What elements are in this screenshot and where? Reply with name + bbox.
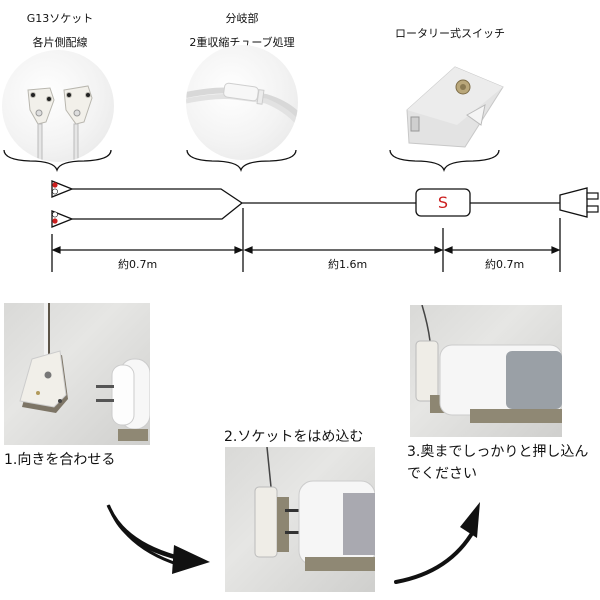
wiring-diagram — [3, 149, 599, 272]
step3-label-line1: 3.奥までしっかりと押し込ん — [407, 444, 589, 460]
curved-arrow-icon — [394, 502, 480, 584]
rotary-switch-illustration — [406, 66, 504, 148]
dimension-arrow — [51, 246, 244, 254]
socket-illustration-left — [27, 87, 55, 162]
switch-photo — [395, 55, 510, 155]
step2-photo — [225, 447, 375, 592]
curly-brace-icon — [3, 149, 112, 173]
curly-brace-icon — [389, 149, 500, 173]
branch-title-line1: 分岐部 — [225, 12, 259, 25]
dimension-arrow — [443, 246, 561, 254]
branch-title: 分岐部 2重収縮チューブ処理 — [172, 10, 312, 50]
step3-photo — [410, 305, 562, 437]
branch-photo — [186, 45, 298, 160]
socket-photo-illustration — [254, 486, 289, 558]
tube-end-photo-illustration — [96, 358, 150, 441]
tube-photo-illustration — [439, 344, 562, 423]
cable-lower — [72, 202, 243, 220]
step3-label-line2: でください — [407, 466, 477, 482]
step1-label: 1.向きを合わせる — [4, 452, 116, 468]
dimension-label-branch-switch: 約1.6m — [328, 258, 368, 271]
power-plug-icon — [559, 187, 599, 218]
socket-title-line1: G13ソケット — [26, 12, 94, 25]
tube-photo-illustration — [298, 480, 375, 571]
dimension-label-switch-plug: 約0.7m — [485, 258, 525, 271]
branch-title-line2: 2重収縮チューブ処理 — [189, 36, 295, 49]
step1-photo — [4, 303, 150, 445]
step3-label: 3.奥までしっかりと押し込ん でください — [407, 441, 588, 485]
socket-title: G13ソケット 各片側配線 — [0, 10, 120, 50]
switch-title: ロータリー式スイッチ — [385, 25, 515, 41]
g13-socket-icon — [51, 210, 74, 228]
branch-cable-illustration — [186, 82, 298, 125]
cable-upper — [72, 188, 243, 204]
curly-brace-icon — [186, 149, 297, 173]
socket-photo-illustration — [19, 350, 68, 413]
dimension-arrow — [243, 246, 444, 254]
dimension-label-socket-branch: 約0.7m — [118, 258, 158, 271]
socket-photo — [2, 50, 114, 162]
curved-arrow-icon — [106, 504, 210, 574]
switch-symbol-label: S — [437, 193, 449, 212]
socket-illustration-right — [63, 85, 93, 162]
g13-socket-icon — [51, 180, 74, 198]
switch-title-line1: ロータリー式スイッチ — [395, 27, 505, 40]
step2-label: 2.ソケットをはめ込む — [224, 429, 364, 445]
socket-title-line2: 各片側配線 — [32, 36, 88, 49]
